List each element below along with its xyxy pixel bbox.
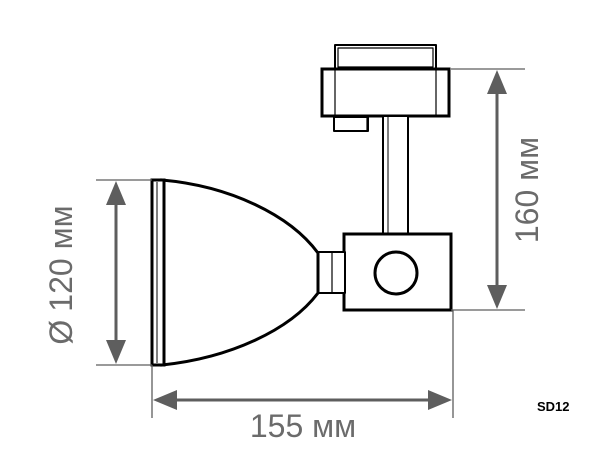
adapter-tab — [333, 116, 369, 132]
track-adapter-body — [320, 67, 451, 118]
diameter-arrow-top — [106, 181, 126, 205]
width-arrow-right — [428, 390, 452, 410]
mounting-block — [342, 232, 453, 312]
dimension-annotations: 160 мм Ø 120 мм 155 мм — [43, 68, 545, 444]
diameter-arrow-bottom — [106, 340, 126, 364]
height-arrow-top — [487, 70, 507, 94]
diameter-label: Ø 120 мм — [43, 205, 79, 344]
track-spotlight — [150, 44, 453, 367]
pivot-knob — [373, 250, 419, 296]
width-arrow-left — [153, 390, 177, 410]
model-code: SD12 — [537, 399, 570, 414]
reflector-cone — [160, 178, 320, 367]
reflector-front-rim — [150, 178, 166, 367]
diameter-symbol: Ø — [43, 320, 79, 345]
track-adapter-cap-inner — [337, 47, 434, 68]
height-label: 160 мм — [509, 137, 545, 243]
width-label: 155 мм — [250, 408, 356, 444]
stem — [382, 115, 409, 255]
diameter-value: 120 мм — [43, 205, 79, 311]
height-arrow-bottom — [487, 285, 507, 309]
